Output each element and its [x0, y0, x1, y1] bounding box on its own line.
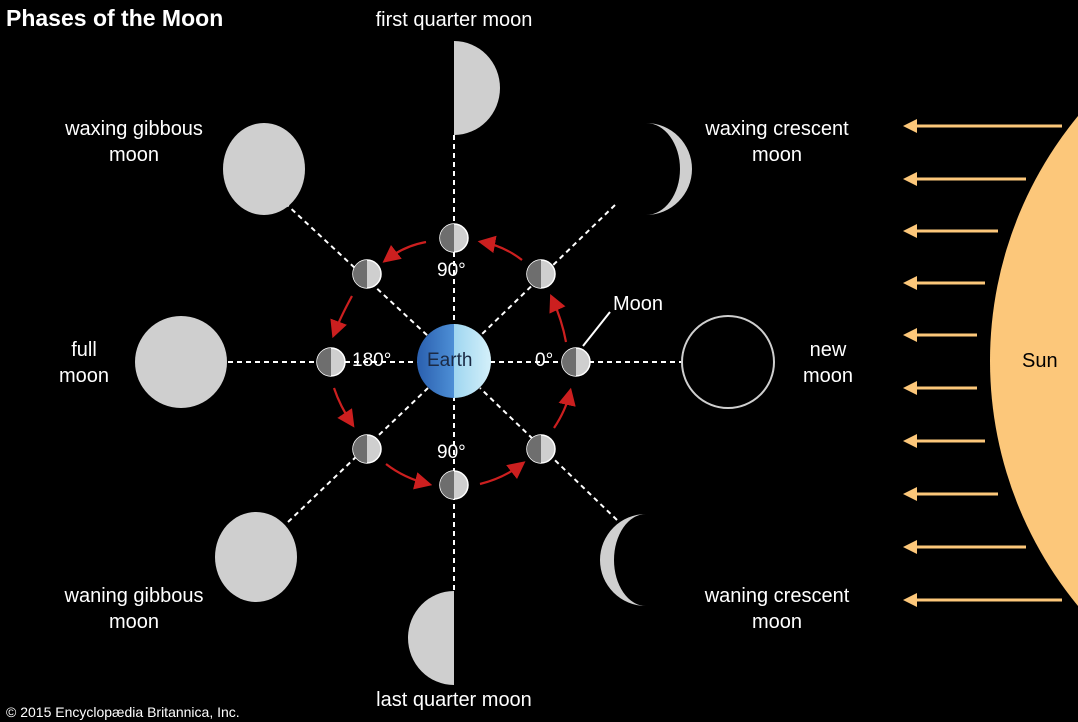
first-quarter-label: first quarter moon: [354, 7, 554, 33]
new-moon-label-line2: moon: [802, 365, 854, 387]
sunlight-arrowhead: [903, 328, 917, 342]
moon-label: Moon: [612, 293, 664, 315]
sunlight-arrowhead: [903, 434, 917, 448]
phase-moons: [135, 41, 775, 685]
waning-crescent-label-line1: waning crescent: [704, 585, 850, 607]
orbit-moon-0deg: [561, 347, 591, 377]
degree-label-180: 180°: [352, 350, 392, 371]
waning-crescent-moon-shape: [600, 514, 646, 606]
orbit-moon-135deg: [352, 259, 382, 289]
waxing-gibbous-label-line2: moon: [108, 144, 160, 166]
degree-label-90-bottom: 90°: [437, 442, 466, 463]
guide-line-diagonal-lr: [479, 387, 618, 521]
orbit-moon-180deg: [316, 347, 346, 377]
waning-crescent-label-line2: moon: [751, 611, 803, 633]
waning-crescent-label: waning crescent moon: [687, 583, 867, 635]
orbit-arrow: [477, 235, 523, 261]
waning-gibbous-label-line1: waning gibbous: [64, 585, 204, 607]
diagram-title: Phases of the Moon: [6, 5, 224, 31]
orbit-arrows: [330, 235, 576, 490]
sunlight-arrowhead: [903, 119, 917, 133]
waxing-gibbous-label: waxing gibbous moon: [44, 116, 224, 168]
full-moon-label-line1: full: [71, 339, 97, 361]
orbit-moon-45deg: [526, 259, 556, 289]
last-quarter-label-line1: last quarter moon: [376, 689, 532, 711]
orbit-arrow: [479, 461, 526, 486]
first-quarter-moon-shape: [454, 41, 500, 135]
degree-label-90-top: 90°: [437, 260, 466, 281]
guide-line-diagonal-ul: [284, 202, 429, 337]
full-moon-shape: [135, 316, 227, 408]
orbit-arrow: [382, 240, 427, 263]
new-moon-label: new moon: [788, 337, 868, 389]
sunlight-arrowhead: [903, 593, 917, 607]
orbit-arrow: [549, 293, 568, 343]
earth-globe: [417, 324, 491, 398]
earth-label: Earth: [427, 350, 473, 371]
orbit-arrow: [385, 463, 433, 490]
moon-callout-line: [582, 311, 611, 347]
orbit-arrow: [553, 387, 576, 429]
new-moon-shape: [681, 315, 775, 409]
sunlight-arrowhead: [903, 487, 917, 501]
sun-disc: [990, 116, 1078, 606]
orbit-moon-315deg: [526, 434, 556, 464]
first-quarter-label-line1: first quarter moon: [375, 9, 533, 31]
new-moon-label-line1: new: [809, 339, 847, 361]
waxing-gibbous-moon-shape: [223, 123, 305, 215]
sunlight-arrowhead: [903, 276, 917, 290]
last-quarter-moon-shape: [408, 591, 454, 685]
waning-gibbous-label-line2: moon: [108, 611, 160, 633]
degree-label-0: 0°: [535, 350, 554, 371]
waxing-gibbous-label-line1: waxing gibbous: [65, 118, 203, 140]
orbit-moon-270deg: [439, 470, 469, 500]
waning-gibbous-label: waning gibbous moon: [44, 583, 224, 635]
waxing-crescent-moon-shape: [646, 123, 692, 215]
sunlight-arrowhead: [903, 224, 917, 238]
orbit-moon-225deg: [352, 434, 382, 464]
sunlight-arrows: [903, 119, 1062, 607]
full-moon-label-line2: moon: [58, 365, 110, 387]
full-moon-label: full moon: [44, 337, 124, 389]
orbit-moons: [316, 223, 591, 500]
waxing-crescent-label-line2: moon: [751, 144, 803, 166]
copyright-credit: © 2015 Encyclopædia Britannica, Inc.: [6, 704, 240, 720]
last-quarter-label: last quarter moon: [354, 687, 554, 713]
waning-gibbous-moon-shape: [215, 512, 297, 602]
orbit-arrow: [330, 295, 353, 339]
orbit-arrow: [332, 387, 355, 428]
waxing-crescent-label: waxing crescent moon: [687, 116, 867, 168]
orbit-moon-90deg-top: [439, 223, 469, 253]
sunlight-arrowhead: [903, 540, 917, 554]
sunlight-arrowhead: [903, 172, 917, 186]
waxing-crescent-label-line1: waxing crescent: [705, 118, 849, 140]
sun-label: Sun: [1022, 350, 1058, 372]
sunlight-arrowhead: [903, 381, 917, 395]
